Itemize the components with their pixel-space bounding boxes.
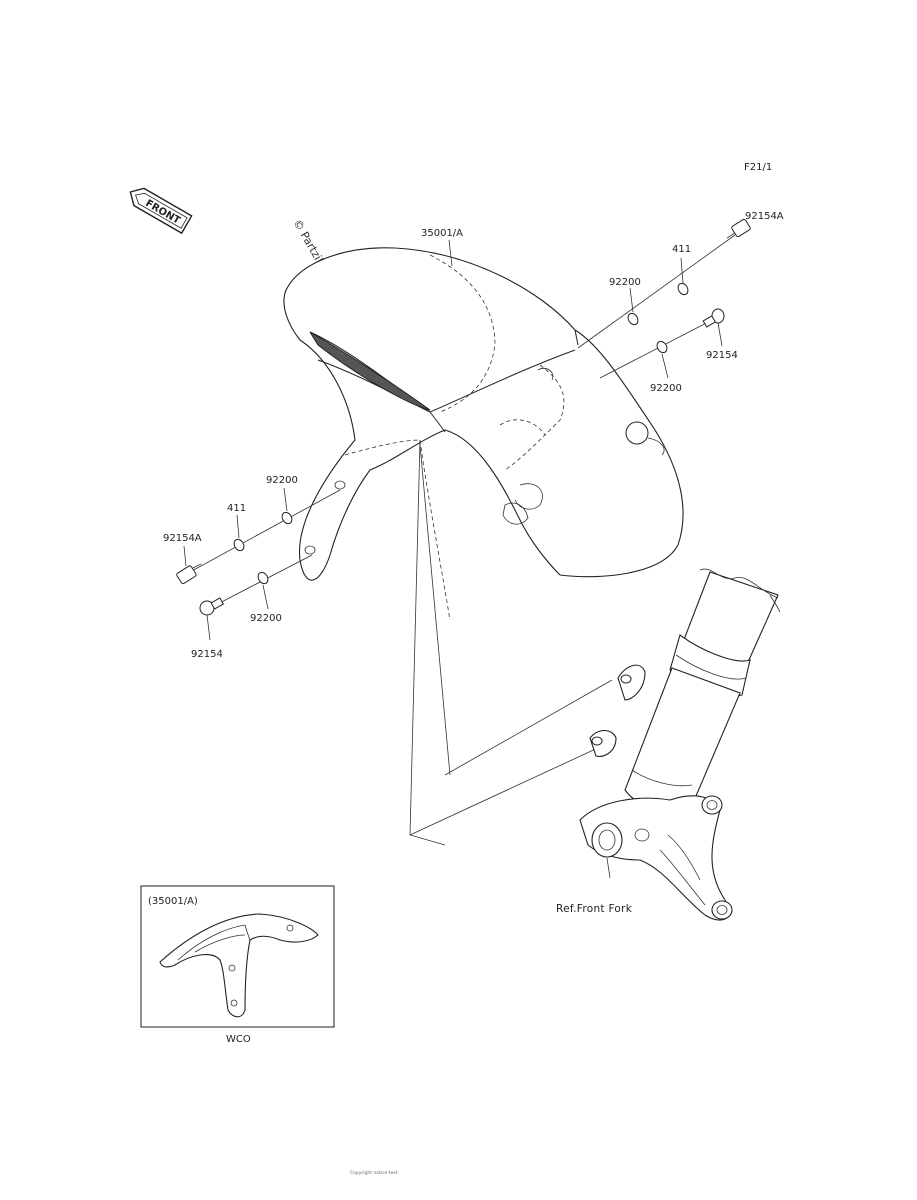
label-92200-right-lower: 92200: [650, 383, 682, 394]
label-411-left: 411: [227, 503, 246, 514]
washer-411-left: [233, 538, 245, 552]
inset-variant-box: (35001/A): [140, 885, 335, 1028]
front-fork: [579, 568, 781, 921]
bolt-92154a-left: [176, 563, 202, 585]
label-fender-35001a: 35001/A: [421, 228, 463, 239]
label-92200-left-upper: 92200: [266, 475, 298, 486]
label-92200-left-lower: 92200: [250, 613, 282, 624]
bolt-92154a-right: [726, 218, 751, 239]
front-fender: [283, 247, 684, 621]
label-92154-right: 92154: [706, 350, 738, 361]
washer-92200-left-upper: [281, 511, 293, 525]
inset-label: (35001/A): [148, 896, 198, 907]
label-92154a-right: 92154A: [745, 211, 784, 222]
footer-copyright: Copyright notice text: [350, 1170, 398, 1176]
washer-92200-right-upper: [627, 312, 639, 326]
label-92200-right-upper: 92200: [609, 277, 641, 288]
inset-caption: WCO: [226, 1034, 251, 1045]
label-92154-left: 92154: [191, 649, 223, 660]
washer-411-right: [677, 282, 689, 296]
page-ref-code: F21/1: [744, 162, 772, 173]
front-arrow-badge: FRONT: [129, 187, 193, 235]
label-92154a-left: 92154A: [163, 533, 202, 544]
washer-92200-left-lower: [257, 571, 269, 585]
bolt-92154-left: [199, 597, 225, 616]
label-411-right: 411: [672, 244, 691, 255]
bolt-92154-right: [702, 308, 725, 328]
label-front-fork-ref: Ref.Front Fork: [556, 903, 633, 915]
washer-92200-right-lower: [656, 340, 668, 354]
